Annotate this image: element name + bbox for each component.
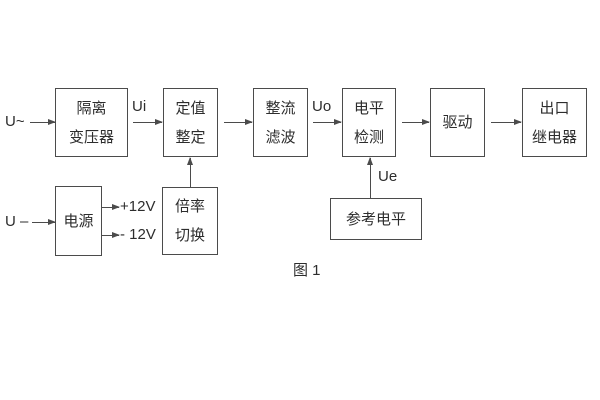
block-power-supply: 电源 [55,186,102,256]
block-setpoint-adjust: 定值 整定 [163,88,218,157]
block-label: 继电器 [531,128,577,146]
block-label: 倍率 [174,198,205,215]
block-label: 参考电平 [345,210,406,228]
arrow-detector-to-driver [402,118,430,125]
block-label: 整定 [175,128,206,146]
block-label: 切换 [174,227,205,244]
arrow-rail-positive [102,203,120,210]
block-label: 检测 [353,128,384,146]
block-label: 电平 [353,99,384,117]
signal-label-ui: Ui [132,98,147,115]
block-rectifier-filter: 整流 滤波 [253,88,308,157]
block-ratio-switch: 倍率 切换 [162,187,218,255]
block-isolation-transformer: 隔离 变压器 [55,88,128,157]
signal-label-rail-positive: +12V [120,198,156,215]
signal-label-ue: Ue [378,168,398,185]
block-label: 滤波 [265,128,296,146]
block-label: 变压器 [68,128,114,146]
block-label: 定值 [175,99,206,117]
arrow-dc-input [32,218,56,225]
block-label: 出口 [539,99,570,117]
signal-label-uo: Uo [312,98,332,115]
block-reference-level: 参考电平 [330,198,422,240]
block-driver: 驱动 [430,88,485,157]
block-label: 驱动 [442,114,473,131]
arrow-ac-input [30,118,56,125]
arrow-driver-to-relay [491,118,522,125]
arrow-transformer-to-setpoint [133,118,163,125]
block-label: 整流 [265,99,296,117]
signal-label-dc-input: U – [5,213,29,230]
arrow-rectifier-to-detector [313,118,342,125]
figure-caption: 图 1 [293,262,321,279]
block-output-relay: 出口 继电器 [522,88,587,157]
arrow-rail-negative [102,231,120,238]
block-level-detector: 电平 检测 [342,88,396,157]
arrow-setpoint-to-rectifier [224,118,253,125]
arrow-reference-to-detector [366,157,373,198]
signal-label-ac-input: U~ [5,113,25,130]
block-label: 隔离 [76,99,107,117]
arrow-ratio-to-setpoint [186,157,193,187]
block-label: 电源 [63,212,94,230]
signal-label-rail-negative: - 12V [120,226,156,243]
